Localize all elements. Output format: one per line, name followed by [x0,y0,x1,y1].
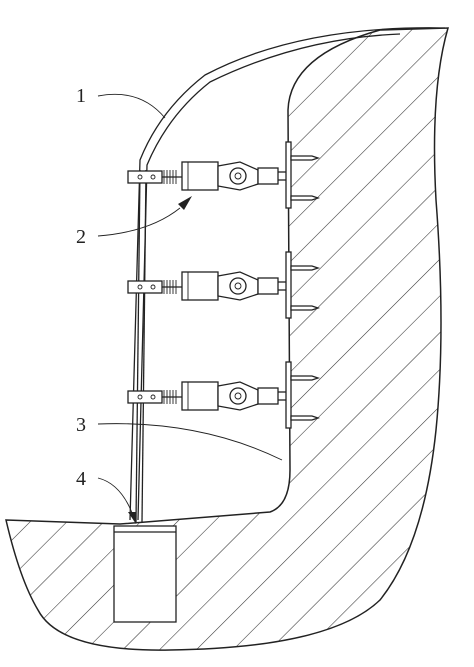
anchor-1-rock-nail-upper [290,155,321,161]
cover-membrane-outer [129,27,446,521]
anchor-3-clamp-bolt-a [137,394,143,400]
anchor-2-clamp-bolt-a [137,284,143,290]
leader-4-arrowhead [128,512,136,524]
leader-2-arrowhead [178,196,192,210]
support-bar-right [141,169,147,523]
anchor-1-anchor-plate [285,141,292,209]
anchor-1-clevis [257,167,279,185]
leader-1 [97,93,166,119]
anchor-1-pivot-pin [234,172,242,180]
anchor-1-pivot-joint [229,167,247,185]
anchor-2-anchor-plate [285,251,292,319]
anchor-2-rock-nail-upper [290,265,321,271]
anchor-assemblies [127,141,321,429]
anchor-2-rock-nail-lower [290,305,321,311]
anchor-2-cylinder [181,271,219,301]
leader-2 [97,207,181,237]
anchor-2-pivot-joint [229,277,247,295]
anchor-3-pivot-pin [234,392,242,400]
callout-3: 3 [76,414,86,436]
callout-4: 4 [76,468,86,490]
base-block [113,525,177,623]
leader-3 [97,423,283,461]
anchor-2-clamp-bolt-b [150,284,156,290]
anchor-2-clevis [257,277,279,295]
anchor-1-bar-clamp [127,170,163,184]
anchor-1-cylinder [181,161,219,191]
anchor-3-rock-nail-lower [290,415,321,421]
callout-1: 1 [76,85,86,107]
callout-2: 2 [76,226,86,248]
anchor-3-clevis [257,387,279,405]
anchor-2-bar-clamp [127,280,163,294]
rock-mass [5,27,450,651]
anchor-3-cylinder [181,381,219,411]
anchor-3-anchor-plate [285,361,292,429]
anchor-3-clamp-bolt-b [150,394,156,400]
anchor-3-pivot-joint [229,387,247,405]
anchor-1-rock-nail-lower [290,195,321,201]
anchor-1-clamp-bolt-a [137,174,143,180]
anchor-2-pivot-pin [234,282,242,290]
anchor-3-rock-nail-upper [290,375,321,381]
anchor-3-bar-clamp [127,390,163,404]
cover-membrane-inner [137,33,401,521]
anchor-1-clamp-bolt-b [150,174,156,180]
